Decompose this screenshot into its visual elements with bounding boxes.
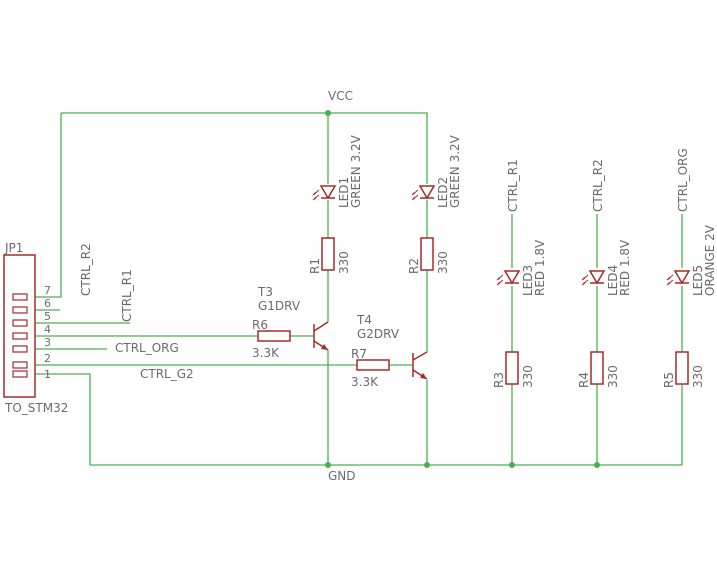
led-name: LED3 [521, 265, 535, 296]
pin-number: 1 [44, 368, 51, 381]
net-label-ctrl-r1: CTRL_R1 [506, 159, 520, 212]
led-symbol [581, 270, 606, 286]
pin-number: 2 [44, 352, 51, 365]
led-name: LED4 [606, 265, 620, 296]
resistor-name: R2 [407, 258, 421, 274]
transistor-name: T3 [257, 285, 273, 299]
junction-gnd-r4 [594, 462, 600, 468]
net-label-ctrl-org: CTRL_ORG [676, 148, 690, 212]
resistor-body [675, 351, 689, 385]
resistor-value: 3.3K [252, 346, 280, 360]
junctions [325, 110, 600, 468]
emitter-arrow [321, 344, 328, 350]
transistor-t4: T4 G2DRV [356, 313, 428, 380]
led2: LED2 GREEN 3.2V [411, 134, 462, 208]
resistor-name: R6 [252, 318, 268, 332]
net-label-ctrl-g2: CTRL_G2 [140, 367, 194, 381]
pin1-wire [35, 373, 91, 465]
led-value: GREEN 3.2V [349, 134, 363, 208]
pin-number: 4 [44, 323, 51, 336]
junction-vcc [325, 110, 331, 116]
junction-gnd-r3 [509, 462, 515, 468]
resistor-value: 330 [606, 365, 620, 388]
net-label-ctrl-r2: CTRL_R2 [79, 243, 93, 296]
resistor-r1: R1 330 [308, 237, 351, 274]
led-name: LED1 [337, 177, 351, 208]
transistor-value: G1DRV [258, 299, 301, 313]
connector-jp1: JP1 TO_STM32 7 6 5 4 3 2 1 [3, 241, 68, 415]
led-value: RED 1.8V [618, 239, 632, 296]
net-label-ctrl-org: CTRL_ORG [115, 341, 179, 355]
pin-number: 6 [44, 297, 51, 310]
resistor-name: R4 [577, 372, 591, 388]
net-label-ctrl-r1: CTRL_R1 [120, 269, 134, 322]
led-symbol [666, 270, 691, 286]
net-label-gnd: GND [328, 469, 356, 483]
connector-name: JP1 [4, 241, 23, 255]
resistor-r5: R5 330 [662, 351, 705, 388]
led-value: GREEN 3.2V [448, 134, 462, 208]
pin-number: 5 [44, 310, 51, 323]
pin-2 [12, 361, 28, 369]
resistor-value: 330 [436, 251, 450, 274]
transistor-symbol [412, 351, 428, 380]
pin-number: 3 [44, 336, 51, 349]
resistor-body [590, 351, 604, 385]
pin-7 [12, 293, 28, 301]
resistor-value: 330 [337, 251, 351, 274]
junction-gnd-t3 [325, 462, 331, 468]
vcc-rail [61, 112, 428, 184]
resistor-r4: R4 330 [577, 351, 620, 388]
led-symbol [411, 185, 436, 201]
resistor-value: 330 [521, 365, 535, 388]
led-name: LED5 [691, 265, 705, 296]
pin-1 [12, 370, 28, 378]
led-name: LED2 [436, 177, 450, 208]
pin-4 [12, 332, 28, 340]
connector-pins [12, 293, 28, 378]
pin7-wire [35, 113, 62, 298]
resistor-name: R7 [351, 347, 367, 361]
resistor-body [505, 351, 519, 385]
led3: LED3 RED 1.8V [496, 239, 547, 296]
led-value: RED 1.8V [533, 239, 547, 296]
wires [35, 112, 683, 466]
led-symbol [312, 185, 337, 201]
transistor-name: T4 [356, 313, 372, 327]
resistor-r3: R3 330 [492, 351, 535, 388]
transistor-value: G2DRV [357, 327, 400, 341]
resistor-body [420, 237, 434, 271]
resistor-body [321, 237, 335, 271]
pin-5 [12, 319, 28, 327]
led4: LED4 RED 1.8V [581, 239, 632, 296]
resistor-body [356, 359, 390, 371]
resistor-r7: R7 3.3K [351, 347, 390, 389]
connector-value: TO_STM32 [4, 401, 68, 415]
led5: LED5 ORANGE 2V [666, 224, 717, 296]
resistor-r2: R2 330 [407, 237, 450, 274]
resistor-body [257, 330, 291, 342]
net-labels: VCC GND CTRL_R2 CTRL_R1 CTRL_ORG CTRL_G2… [79, 89, 690, 483]
transistor-symbol [313, 321, 329, 351]
resistor-name: R3 [492, 372, 506, 388]
resistor-r6: R6 3.3K [252, 318, 291, 360]
net-label-vcc: VCC [328, 89, 353, 103]
led1: LED1 GREEN 3.2V [312, 134, 363, 208]
pin-number: 7 [44, 284, 51, 297]
resistor-value: 330 [691, 365, 705, 388]
led-value: ORANGE 2V [703, 224, 717, 296]
junction-gnd-t4 [424, 462, 430, 468]
emitter-arrow [420, 373, 427, 379]
led-symbol [496, 270, 521, 286]
net-label-ctrl-r2: CTRL_R2 [591, 159, 605, 212]
resistor-name: R1 [308, 258, 322, 274]
connector-body [3, 254, 36, 398]
resistor-value: 3.3K [351, 375, 379, 389]
resistor-name: R5 [662, 372, 676, 388]
transistor-t3: T3 G1DRV [257, 285, 329, 351]
pin-3 [12, 345, 28, 353]
pin-6 [12, 306, 28, 314]
